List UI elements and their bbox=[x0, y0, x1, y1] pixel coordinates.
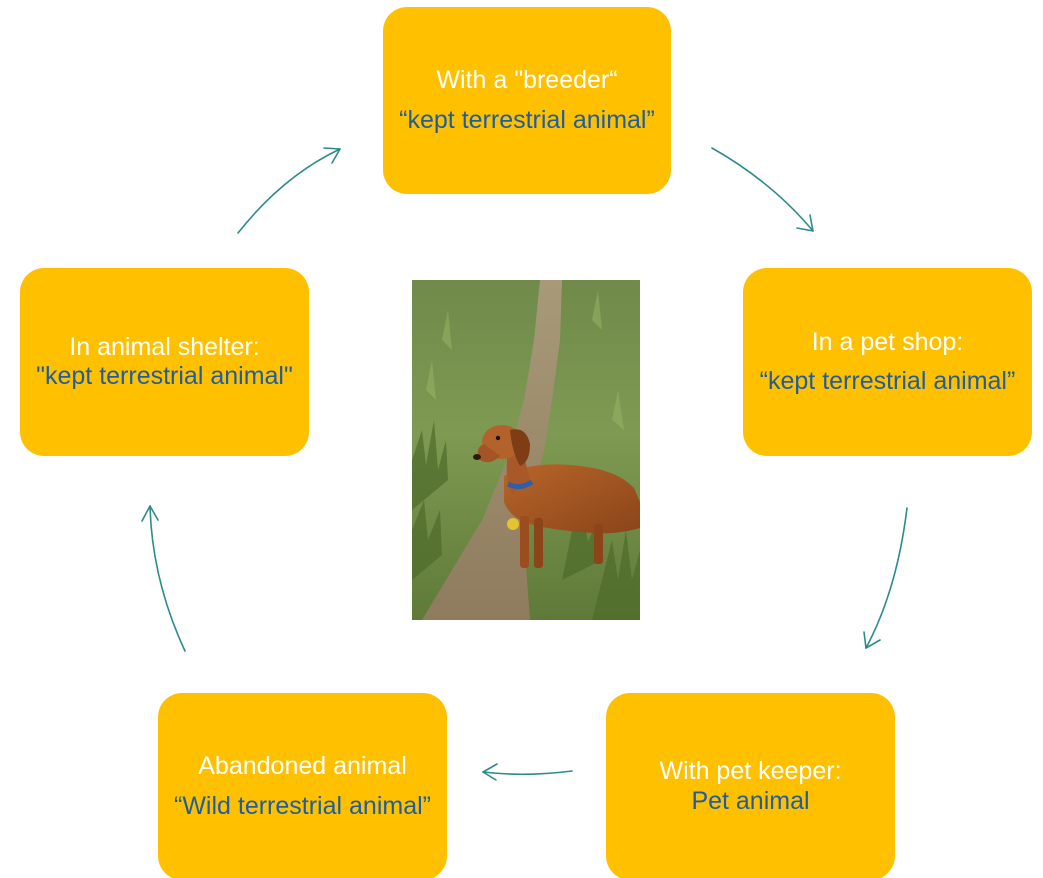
node-pet-keeper: With pet keeper: Pet animal bbox=[606, 693, 895, 878]
breeder-location-text: With a "breeder“ bbox=[436, 66, 618, 94]
petshop-status-text: “kept terrestrial animal” bbox=[759, 367, 1016, 395]
arrow-shelter-to-breeder bbox=[237, 147, 341, 234]
arrow-abandoned-to-shelter bbox=[141, 505, 186, 652]
arrow-petshop-to-keeper bbox=[863, 507, 908, 649]
arrow-keeper-to-abandoned bbox=[482, 763, 573, 781]
petshop-location-text: In a pet shop: bbox=[811, 327, 964, 356]
dog-photo bbox=[412, 280, 640, 620]
keeper-status-text: Pet animal bbox=[691, 786, 810, 815]
breeder-status-text: “kept terrestrial animal” bbox=[399, 105, 655, 134]
dachshund bbox=[473, 425, 640, 568]
node-abandoned: Abandoned animal “Wild terrestrial anima… bbox=[158, 693, 447, 878]
keeper-location-text: With pet keeper: bbox=[659, 757, 842, 785]
node-breeder: With a "breeder“ “kept terrestrial anima… bbox=[383, 7, 671, 194]
abandoned-status-text: “Wild terrestrial animal” bbox=[174, 791, 431, 820]
node-pet-shop: In a pet shop: “kept terrestrial animal” bbox=[743, 268, 1032, 456]
node-animal-shelter: In animal shelter: "kept terrestrial ani… bbox=[20, 268, 309, 456]
arrow-breeder-to-petshop bbox=[711, 147, 814, 232]
dachshund-illustration bbox=[412, 280, 640, 620]
shelter-status-text: "kept terrestrial animal" bbox=[36, 362, 293, 390]
shelter-location-text: In animal shelter: bbox=[69, 332, 260, 361]
abandoned-location-text: Abandoned animal bbox=[198, 752, 407, 780]
